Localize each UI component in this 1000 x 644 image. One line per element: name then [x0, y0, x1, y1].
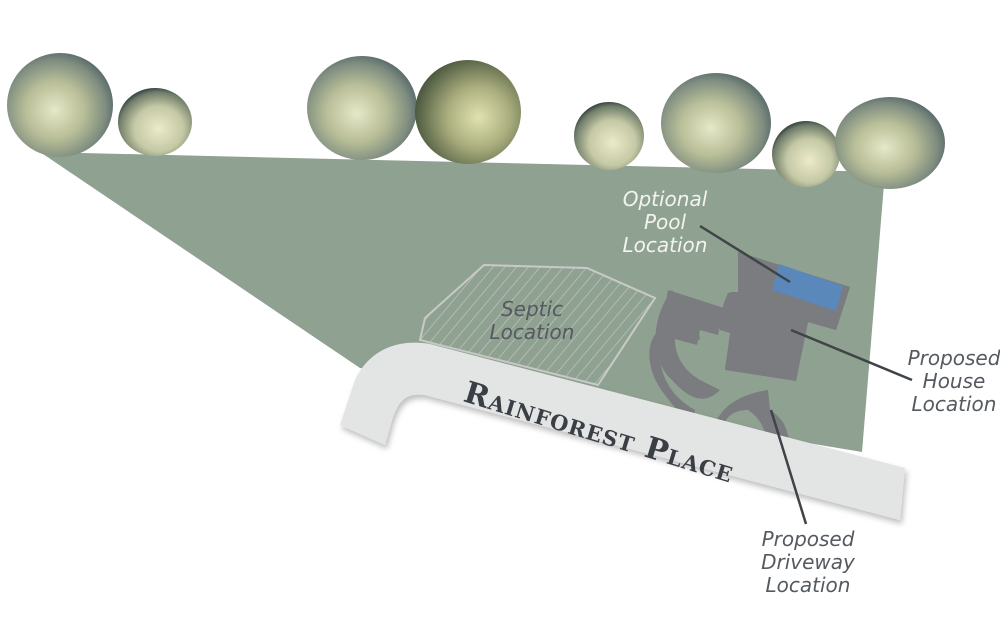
- septic-label-line: Location: [489, 320, 575, 344]
- house-label: Proposed House Location: [895, 347, 1000, 416]
- tree-4: [415, 60, 521, 164]
- driveway-label: Proposed Driveway Location: [748, 528, 868, 597]
- house-wing: [660, 290, 724, 345]
- pool-leader-line: [699, 224, 791, 284]
- driveway-label-line: Driveway: [761, 550, 855, 574]
- driveway-label-line: Location: [765, 573, 851, 597]
- septic-area: [418, 263, 657, 387]
- tree-6: [661, 73, 771, 173]
- pool-label-line: Location: [622, 233, 708, 257]
- tree-3: [307, 56, 417, 160]
- tree-7: [772, 121, 840, 187]
- driveway-label-line: Proposed: [761, 527, 855, 551]
- tree-8: [835, 97, 945, 189]
- tree-2: [118, 88, 192, 156]
- pool-label-line: Pool: [643, 210, 687, 234]
- house-label-line: House: [922, 369, 986, 393]
- tree-row: [7, 53, 945, 189]
- house-label-line: Proposed: [907, 346, 1000, 370]
- tree-1: [7, 53, 113, 157]
- septic-label-line: Septic: [500, 297, 564, 321]
- driveway-leader-line: [769, 409, 808, 525]
- pool-label: Optional Pool Location: [605, 188, 725, 257]
- tree-5: [574, 102, 644, 170]
- house-leader-line: [790, 328, 913, 382]
- septic-label: Septic Location: [472, 298, 592, 344]
- pool: [772, 264, 843, 311]
- road-rainforest-place: [340, 342, 905, 520]
- pool-label-line: Optional: [622, 187, 708, 211]
- house-label-line: Location: [911, 392, 997, 416]
